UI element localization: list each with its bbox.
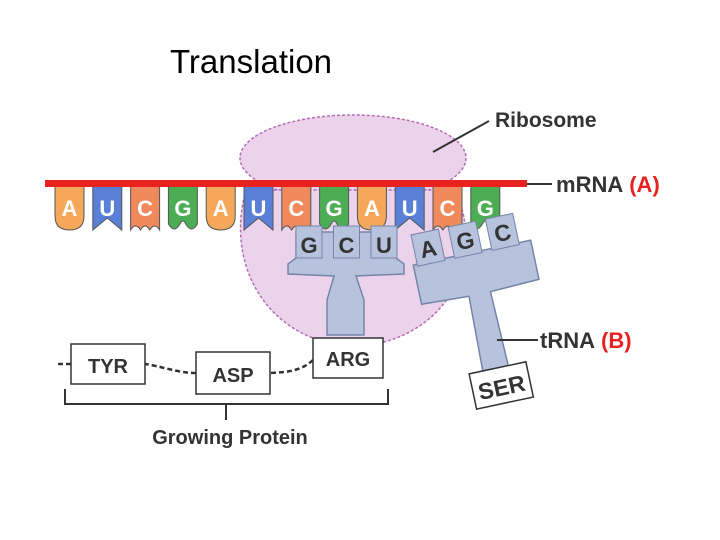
codon-letter: U: [251, 196, 267, 221]
peptide-bond-asp-tyr: [144, 362, 197, 375]
anticodon-letter: C: [339, 233, 355, 258]
trna-label-rest: RNA: [547, 328, 595, 353]
mrna-strand: [45, 180, 527, 187]
anticodon-tile: [410, 228, 446, 267]
page-title: Translation: [170, 43, 333, 80]
codon-letter: G: [174, 196, 191, 221]
ribosome-label: Ribosome: [495, 109, 597, 132]
peptide-bond-arg-asp: [269, 359, 314, 375]
codon-letter: G: [326, 196, 343, 221]
anticodon-tile: [447, 220, 483, 259]
anticodon-tile: [333, 225, 360, 259]
mrna-label: mRNA(A): [556, 172, 660, 197]
codon-tile: [205, 185, 236, 231]
amino-acid-asp: ASP: [212, 365, 253, 387]
growing-protein-label: Growing Protein: [152, 427, 308, 449]
codon-letter: A: [62, 196, 78, 221]
growing-protein: ARG ASP TYR Growing Protein: [58, 337, 389, 449]
anticodon-letter: U: [376, 233, 392, 258]
anticodon-letter: G: [454, 226, 477, 255]
trna-label-tag: (B): [601, 328, 632, 353]
codon-letter: A: [364, 196, 380, 221]
mrna-label-rest: RNA: [576, 172, 624, 197]
codon-tile: [167, 185, 198, 230]
trna-label: tRNA(B): [540, 328, 632, 353]
codon-letter: C: [137, 196, 153, 221]
trna-label-prefix: t: [540, 328, 548, 353]
amino-acid-tyr-box: [70, 343, 146, 385]
codon-letter: C: [288, 196, 304, 221]
anticodon-letter: A: [417, 234, 439, 263]
codon-tile: [54, 185, 85, 231]
codon-letter: C: [440, 196, 456, 221]
codon-tile: [130, 185, 161, 232]
amino-acid-arg-box: [312, 337, 384, 379]
amino-acid-ser-box: [468, 360, 535, 410]
anticodon-tile: [370, 225, 398, 259]
ribosome-pointer: [432, 120, 490, 153]
mrna-label-prefix: m: [556, 172, 576, 197]
mrna-label-tag: (A): [629, 172, 660, 197]
anticodon-letter: C: [492, 218, 514, 247]
anticodon-tile: [484, 212, 520, 252]
growing-protein-bracket: [64, 389, 389, 420]
labels: Ribosome mRNA(A) tRNA(B): [432, 109, 660, 353]
codon-letter: U: [99, 196, 115, 221]
ribosome-small-subunit: [239, 114, 467, 202]
codon-letter: U: [402, 196, 418, 221]
anticodon-tile: [295, 225, 323, 259]
codon-letter: A: [213, 196, 229, 221]
anticodon-letter: G: [300, 233, 317, 258]
amino-acid-tyr: TYR: [88, 356, 129, 378]
amino-acid-arg: ARG: [326, 349, 370, 371]
codon-letter: G: [477, 196, 494, 221]
